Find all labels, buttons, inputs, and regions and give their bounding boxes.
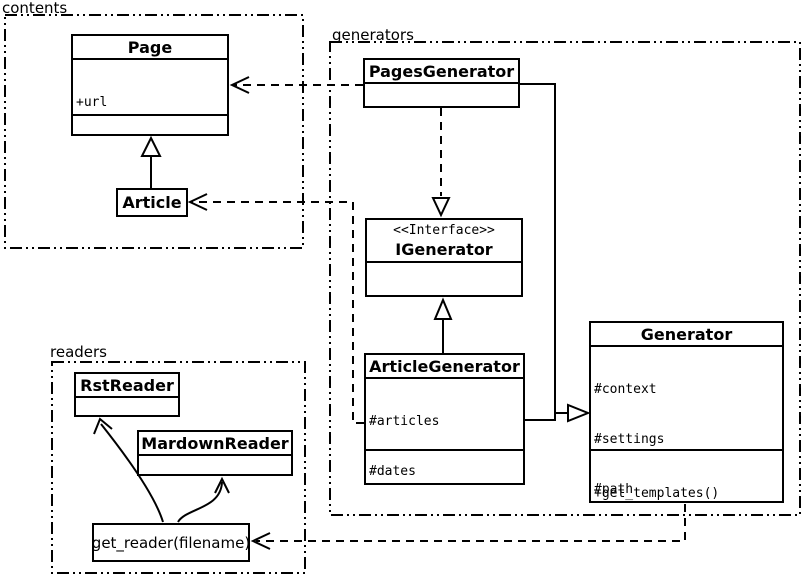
dependency-generator-to-get-reader <box>256 504 686 542</box>
open-arrowhead-at-rstreader <box>93 417 113 435</box>
attributes-compartment: #pages <box>365 82 518 106</box>
attributes-compartment: #context #settings #path #theme #output_… <box>591 345 782 497</box>
class-box-igenerator: <<Interface>> IGenerator +generate_conte… <box>365 218 523 297</box>
class-box-page: Page +url +slug +summary +check_properti… <box>71 34 229 136</box>
hollow-triangle-at-igenerator-top <box>431 197 451 218</box>
open-arrowhead-at-get-reader <box>250 532 271 550</box>
class-box-article: Article <box>116 188 188 217</box>
package-border-generators <box>329 41 801 516</box>
class-box-articlegenerator: ArticleGenerator #articles #dates #tags … <box>364 353 525 485</box>
class-title-article: Article <box>122 193 182 212</box>
class-title-page: Page <box>127 38 173 57</box>
package-border-readers <box>51 361 306 574</box>
arrow-get-reader-to-mardownreader <box>177 481 223 523</box>
methods-compartment: +check_properties() <box>73 114 227 134</box>
hollow-triangle-at-igenerator-bottom <box>433 297 453 320</box>
methods-compartment: +read() <box>139 454 291 474</box>
hollow-triangle-at-page-bottom <box>140 135 162 157</box>
package-label-contents: contents <box>2 0 68 17</box>
open-arrowhead-at-mardownreader <box>214 476 230 494</box>
class-title-rstreader: RstReader <box>80 376 174 395</box>
member-row: #context <box>594 381 657 397</box>
function-box-get-reader: get_reader(filename) <box>92 523 250 562</box>
attributes-compartment: +url +slug +summary <box>73 58 227 114</box>
class-box-generator: Generator #context #settings #path #them… <box>589 321 784 503</box>
package-border-contents <box>4 14 304 249</box>
class-title-generator: Generator <box>640 325 733 344</box>
member-row: #settings <box>594 431 665 447</box>
open-arrowhead-at-article <box>187 193 208 211</box>
class-title-pagesgenerator: PagesGenerator <box>368 62 515 81</box>
methods-compartment: +get_templates() +get_files(path,exclude… <box>591 449 782 501</box>
methods-compartment: +generate_feeds() +generate_pages() <box>366 449 523 483</box>
member-row: +url <box>76 94 108 110</box>
function-label: get_reader(filename) <box>92 533 250 552</box>
methods-compartment: +read() <box>76 396 178 415</box>
class-box-pagesgenerator: PagesGenerator #pages <box>363 58 520 108</box>
open-arrowhead-at-page <box>229 76 250 94</box>
stereotype-label: <<Interface>> <box>393 223 495 238</box>
package-label-generators: generators <box>332 26 414 44</box>
class-title-articlegenerator: ArticleGenerator <box>369 357 520 376</box>
dependency-articlegenerator-to-article <box>192 201 364 424</box>
member-row: +get_templates() <box>594 485 720 501</box>
class-box-rstreader: RstReader +read() <box>74 372 180 417</box>
class-box-mardownreader: MardownReader +read() <box>137 430 293 476</box>
methods-compartment: +generate_context() +generate_output() <box>367 261 521 295</box>
hollow-triangle-at-generator-left <box>567 403 591 423</box>
member-row: #dates <box>369 463 416 479</box>
class-title-igenerator: IGenerator <box>395 240 493 259</box>
package-label-readers: readers <box>50 343 107 361</box>
attributes-compartment: #articles #dates #tags #categories <box>366 377 523 479</box>
member-row: #articles <box>369 413 440 429</box>
class-title-mardownreader: MardownReader <box>141 434 289 453</box>
member-row: #path <box>594 482 634 498</box>
